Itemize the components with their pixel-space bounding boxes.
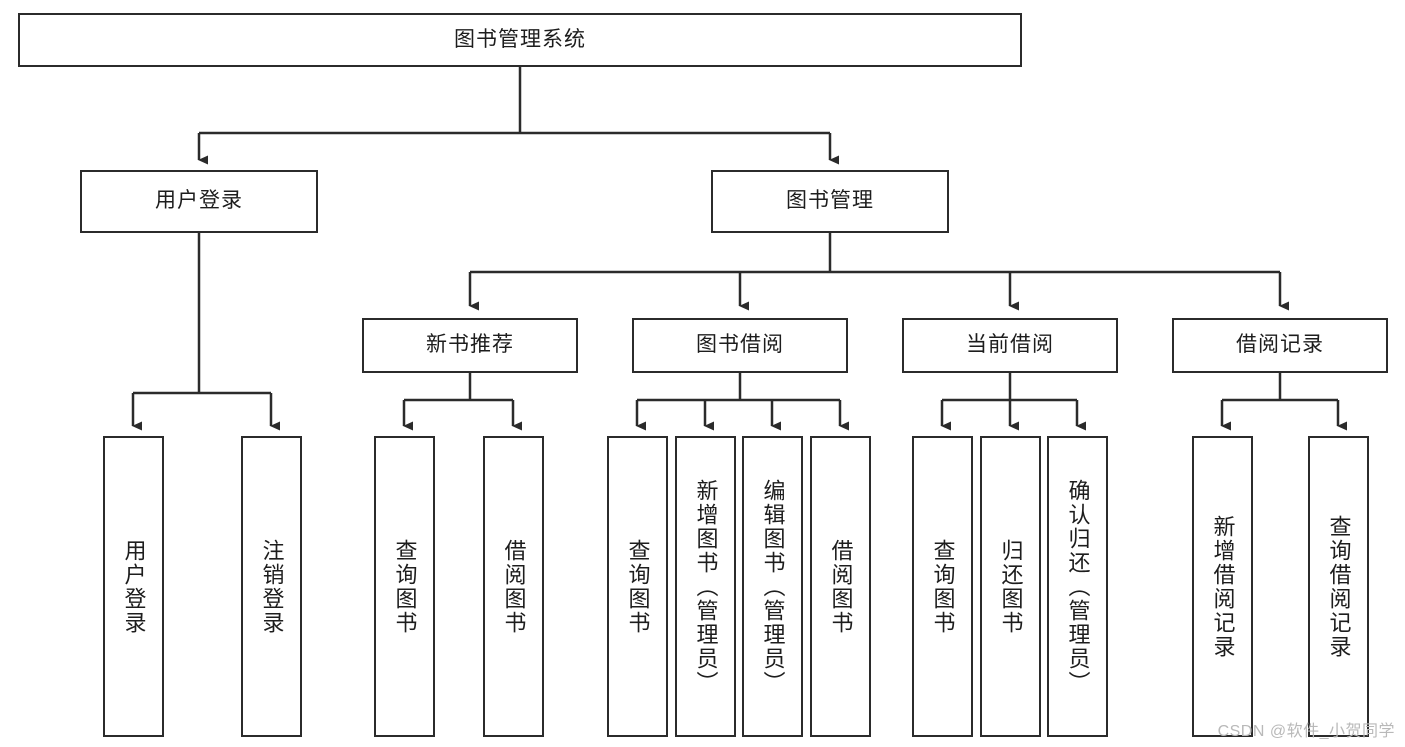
node-user-login-label: 用户登录 <box>155 189 243 213</box>
node-leaf-add-book-label: 新增图书（管理员） <box>693 478 719 695</box>
node-leaf-query-book-3-label: 查询图书 <box>930 538 956 635</box>
node-leaf-borrow-book-2[interactable]: 借阅图书 <box>810 436 871 737</box>
node-leaf-query-book-2[interactable]: 查询图书 <box>607 436 668 737</box>
node-leaf-logout-login-label: 注销登录 <box>259 538 285 635</box>
node-leaf-query-record[interactable]: 查询借阅记录 <box>1308 436 1369 737</box>
node-book-borrow-label: 图书借阅 <box>696 333 784 357</box>
node-leaf-add-record-label: 新增借阅记录 <box>1210 514 1236 659</box>
node-book-borrow[interactable]: 图书借阅 <box>632 318 848 373</box>
node-leaf-borrow-book-2-label: 借阅图书 <box>828 538 854 635</box>
node-leaf-borrow-book-1[interactable]: 借阅图书 <box>483 436 544 737</box>
node-current-borrow-label: 当前借阅 <box>966 333 1054 357</box>
node-leaf-confirm-return-label: 确认归还（管理员） <box>1065 478 1091 695</box>
node-leaf-add-book[interactable]: 新增图书（管理员） <box>675 436 736 737</box>
node-leaf-query-book-2-label: 查询图书 <box>625 538 651 635</box>
node-leaf-query-book-3[interactable]: 查询图书 <box>912 436 973 737</box>
node-leaf-query-book-1[interactable]: 查询图书 <box>374 436 435 737</box>
node-new-book-recommend-label: 新书推荐 <box>426 333 514 357</box>
node-leaf-add-record[interactable]: 新增借阅记录 <box>1192 436 1253 737</box>
node-user-login[interactable]: 用户登录 <box>80 170 318 233</box>
node-leaf-edit-book-label: 编辑图书（管理员） <box>760 478 786 695</box>
node-leaf-return-book[interactable]: 归还图书 <box>980 436 1041 737</box>
node-leaf-user-login-label: 用户登录 <box>121 538 147 635</box>
node-leaf-confirm-return[interactable]: 确认归还（管理员） <box>1047 436 1108 737</box>
node-current-borrow[interactable]: 当前借阅 <box>902 318 1118 373</box>
node-root[interactable]: 图书管理系统 <box>18 13 1022 67</box>
node-new-book-recommend[interactable]: 新书推荐 <box>362 318 578 373</box>
node-root-label: 图书管理系统 <box>454 27 586 51</box>
node-leaf-query-record-label: 查询借阅记录 <box>1326 514 1352 659</box>
node-leaf-logout-login[interactable]: 注销登录 <box>241 436 302 737</box>
node-leaf-return-book-label: 归还图书 <box>998 538 1024 635</box>
node-leaf-query-book-1-label: 查询图书 <box>392 538 418 635</box>
node-leaf-borrow-book-1-label: 借阅图书 <box>501 538 527 635</box>
node-leaf-edit-book[interactable]: 编辑图书（管理员） <box>742 436 803 737</box>
node-leaf-user-login[interactable]: 用户登录 <box>103 436 164 737</box>
csdn-watermark: CSDN @软件_小贺同学 <box>1217 723 1395 740</box>
node-borrow-record-label: 借阅记录 <box>1236 333 1324 357</box>
node-book-manage-label: 图书管理 <box>786 189 874 213</box>
node-borrow-record[interactable]: 借阅记录 <box>1172 318 1388 373</box>
node-book-manage[interactable]: 图书管理 <box>711 170 949 233</box>
